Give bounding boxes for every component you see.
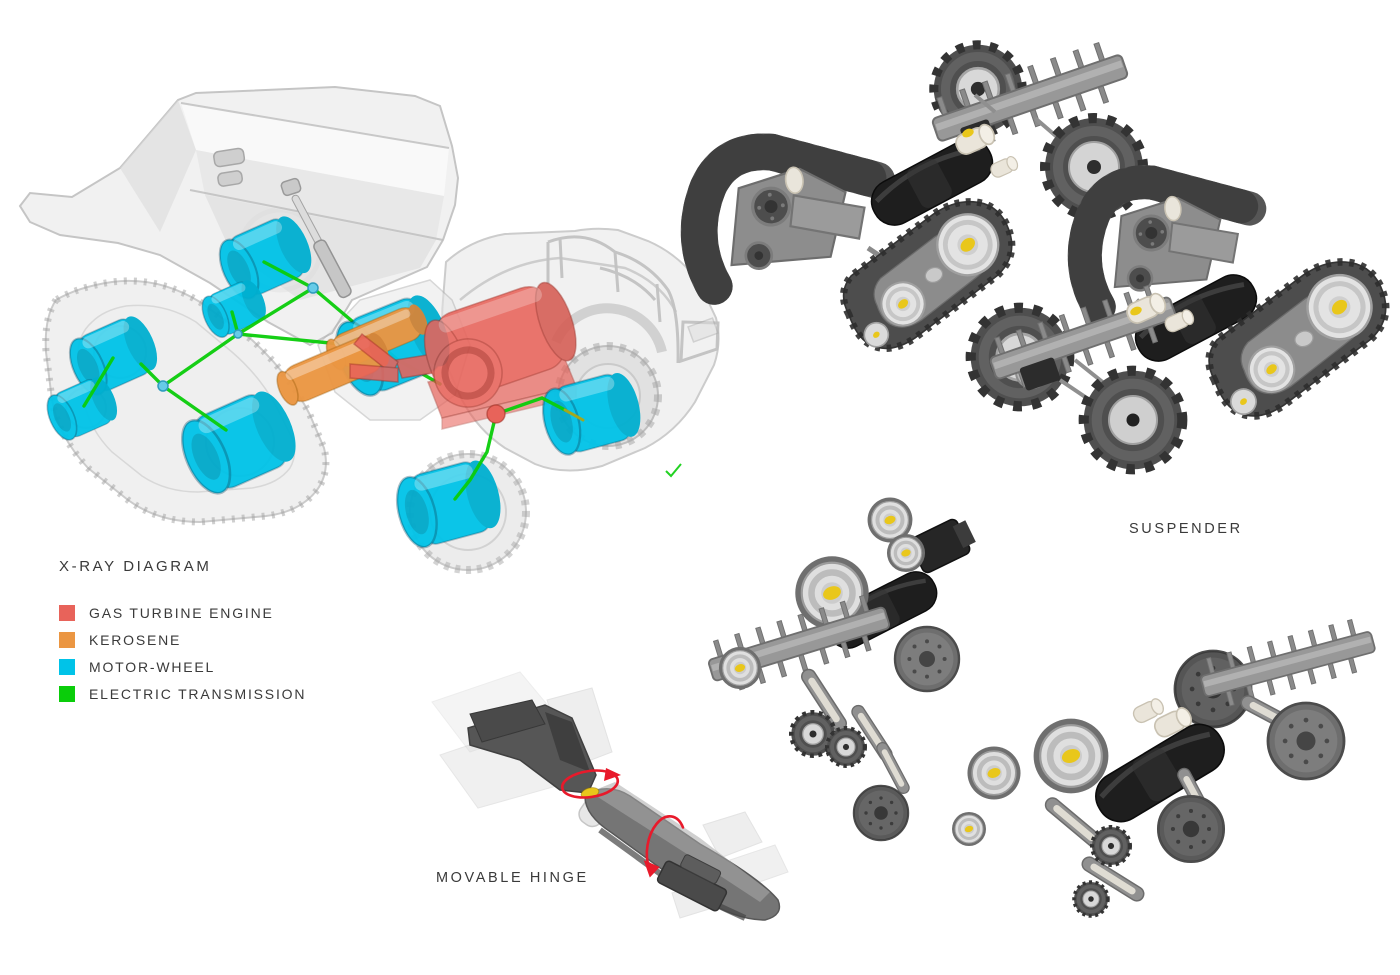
legend-swatch-gas-turbine-engine [59, 604, 75, 621]
legend-item-kerosene: KEROSENE [59, 631, 306, 648]
movable-hinge-label: MOVABLE HINGE [436, 870, 589, 886]
rotation-annotation-2 [643, 815, 685, 878]
suspender-label: SUSPENDER [1129, 521, 1243, 537]
rotation-annotation-1 [560, 768, 621, 799]
bed-hydraulic-cylinder [280, 177, 352, 299]
xray-title: X-RAY DIAGRAM [59, 558, 212, 575]
bed-latch [213, 147, 246, 187]
transmission-lines [453, 396, 567, 501]
legend-item-gas-turbine-engine: GAS TURBINE ENGINE [59, 604, 306, 621]
truck-roll-cage [546, 235, 720, 364]
legend-label-gas-turbine-engine: GAS TURBINE ENGINE [89, 604, 274, 621]
movable-hinge-render [431, 671, 789, 921]
truck-dump-bed [18, 85, 460, 347]
legend-swatch-electric-transmission [59, 685, 75, 702]
suspender-render-1 [691, 36, 1143, 359]
transmission-nodes [157, 282, 319, 392]
engine-ball-joint [486, 404, 506, 424]
legend-label-kerosene: KEROSENE [89, 631, 182, 648]
suspender-render-4 [950, 614, 1381, 918]
legend-item-electric-transmission: ELECTRIC TRANSMISSION [59, 685, 306, 702]
xray-truck-render [18, 85, 720, 574]
legend-swatch-kerosene [59, 631, 75, 648]
xray-legend: GAS TURBINE ENGINE KEROSENE MOTOR-WHEEL … [59, 604, 306, 702]
gas-turbine-engine [349, 281, 578, 430]
legend-item-motor-wheel: MOTOR-WHEEL [59, 658, 306, 675]
legend-swatch-motor-wheel [59, 658, 75, 675]
suspender-render-2 [687, 171, 1400, 469]
legend-label-electric-transmission: ELECTRIC TRANSMISSION [89, 685, 307, 702]
suspender-render-3 [702, 495, 976, 842]
legend-label-motor-wheel: MOTOR-WHEEL [89, 658, 216, 675]
